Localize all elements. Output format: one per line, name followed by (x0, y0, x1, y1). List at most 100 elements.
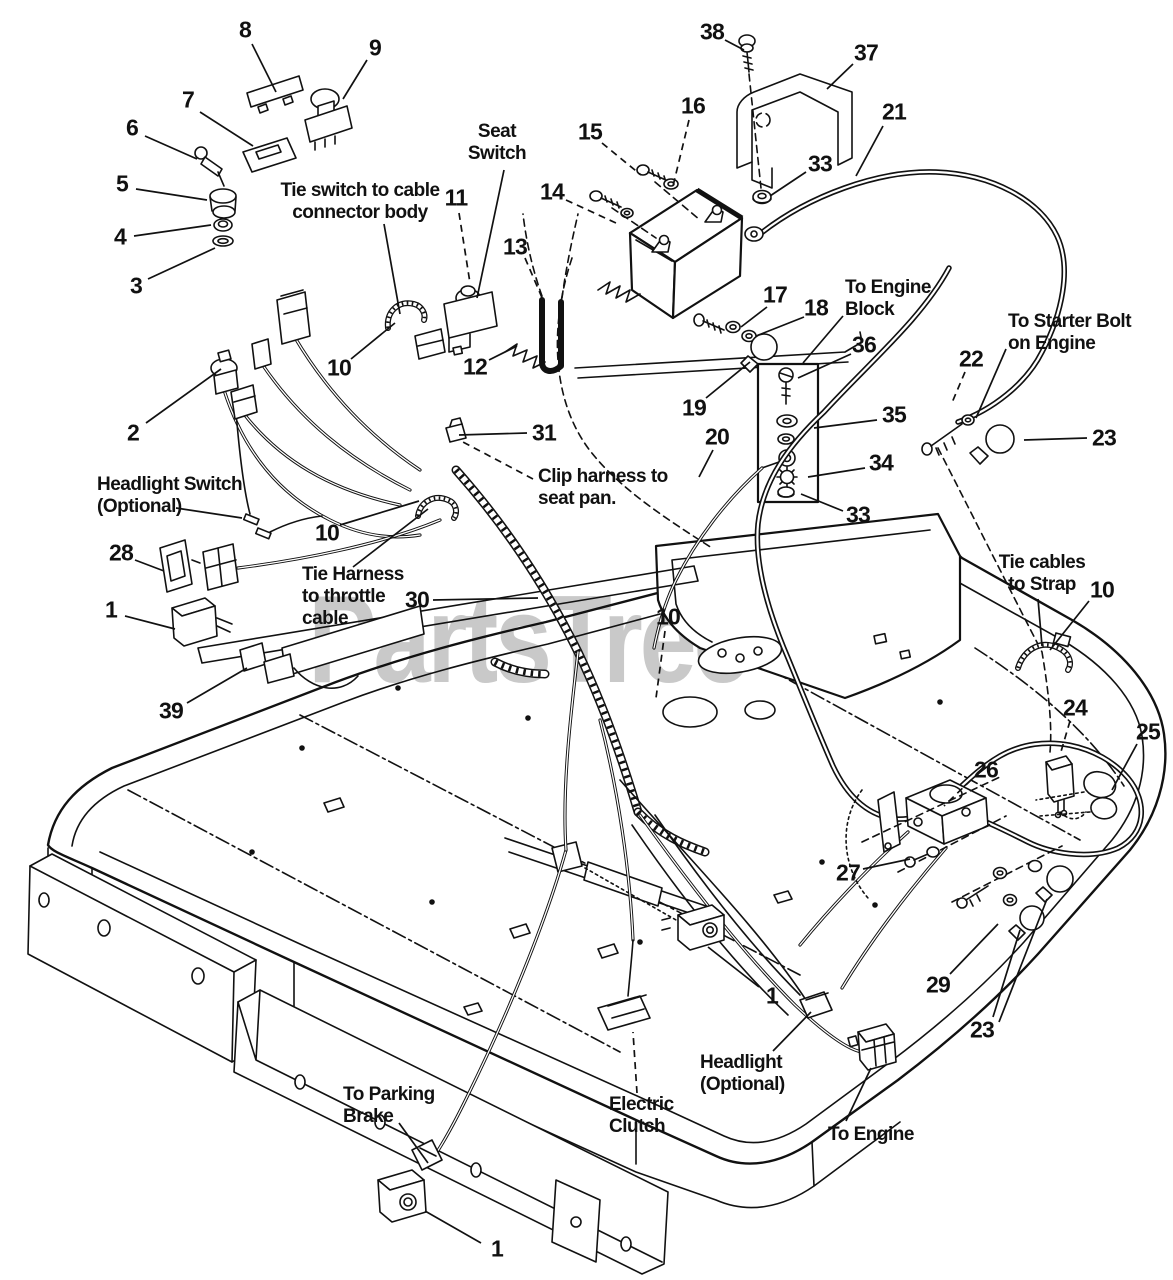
callout-37: 37 (854, 39, 879, 66)
callout-1-switch: 1 (766, 982, 779, 1009)
leader-note-to-engine (845, 1067, 872, 1122)
callout-7: 7 (182, 86, 195, 113)
leader-note-to-parking-brake (398, 1122, 429, 1164)
leader-callout-35 (813, 419, 878, 429)
leader-callout-19 (705, 361, 751, 399)
leader-note-tie-cables (1037, 598, 1043, 647)
callout-28: 28 (109, 539, 134, 566)
leader-callout-1-switch (707, 946, 760, 988)
callout-17: 17 (763, 281, 788, 308)
callout-26: 26 (974, 756, 999, 783)
leader-callout-28 (134, 559, 165, 572)
seat-switch-part (414, 285, 498, 360)
callout-36: 36 (852, 331, 877, 358)
callout-3: 3 (130, 272, 143, 299)
leader-callout-23-right (1023, 437, 1088, 441)
leader-callout-10-switch-tie (350, 322, 396, 360)
leader-callout-23-bottom-1 (998, 898, 1048, 1023)
callout-8: 8 (239, 16, 252, 43)
callout-15: 15 (578, 118, 603, 145)
solenoid-group (845, 755, 1118, 941)
callout-16: 16 (681, 92, 706, 119)
leader-callout-30 (432, 597, 539, 601)
bottom-connectors (377, 904, 897, 1223)
callout-27: 27 (836, 859, 861, 886)
leader-callout-15 (601, 142, 642, 176)
leader-callout-26 (943, 779, 972, 807)
leader-callout-39 (186, 667, 248, 704)
callout-24: 24 (1063, 694, 1088, 721)
leader-note-seat-switch (476, 169, 505, 299)
leader-callout-33-top (769, 171, 807, 197)
callout-31: 31 (532, 419, 557, 446)
leader-callout-22 (950, 371, 966, 406)
callout-9: 9 (369, 34, 382, 61)
leader-callout-4 (133, 224, 212, 237)
leader-callout-38 (724, 39, 745, 51)
callout-10-strap: 10 (1090, 576, 1115, 603)
callout-20: 20 (705, 423, 730, 450)
callout-33-mid: 33 (846, 501, 871, 528)
leader-callout-29 (949, 923, 999, 975)
leader-note-clip-harness (462, 441, 534, 480)
rear-rail (197, 565, 711, 921)
leader-callout-5 (135, 188, 208, 201)
leader-note-headlight-optional (772, 1011, 812, 1052)
leader-callout-13 (524, 257, 544, 301)
callout-25: 25 (1136, 718, 1161, 745)
leader-callout-14 (565, 199, 617, 224)
leader-callout-18 (755, 316, 805, 337)
leader-note-headlight-switch (175, 507, 243, 519)
callout-30: 30 (405, 586, 430, 613)
leader-callout-25 (1111, 743, 1138, 791)
callout-10-center: 10 (656, 603, 681, 630)
leader-callout-10-harness-tie (339, 500, 420, 526)
leader-callout-1-left (124, 615, 176, 630)
callout-1-left: 1 (105, 596, 118, 623)
leader-callout-10-strap (1049, 600, 1090, 651)
leader-note-to-starter-bolt (975, 348, 1007, 419)
callout-2: 2 (127, 419, 140, 446)
note-headlight-switch: Headlight Switch(Optional) (97, 474, 243, 517)
leader-callout-33-mid (800, 493, 844, 512)
leader-callout-7 (199, 111, 254, 147)
callout-22: 22 (959, 345, 984, 372)
seat-pan (654, 512, 962, 728)
leader-callout-3 (147, 247, 216, 280)
battery-bracket-group (736, 34, 853, 205)
leader-note-tie-harness (352, 508, 429, 568)
callout-4: 4 (114, 223, 127, 250)
callout-1-bottom: 1 (491, 1235, 504, 1262)
callout-23-right: 23 (1092, 424, 1117, 451)
callout-34: 34 (869, 449, 894, 476)
leader-callout-2 (145, 368, 222, 424)
deck-bumper-bars (27, 853, 669, 1275)
leader-callout-10-center (655, 630, 666, 699)
leader-callout-9 (342, 59, 368, 100)
callout-35: 35 (882, 401, 907, 428)
callout-12: 12 (463, 353, 488, 380)
callout-11: 11 (444, 184, 469, 211)
engine-block-ground-stack (756, 362, 820, 504)
leader-callout-12 (488, 345, 518, 361)
leader-callout-34 (807, 467, 866, 478)
callout-23-bottom: 23 (970, 1016, 995, 1043)
leader-callout-21 (855, 125, 884, 177)
ties-and-clip (384, 300, 467, 521)
callout-5: 5 (116, 170, 129, 197)
leader-callout-20 (698, 449, 714, 478)
leader-note-to-engine-block (802, 315, 844, 364)
callout-14: 14 (540, 178, 565, 205)
leader-callout-31 (458, 432, 528, 436)
